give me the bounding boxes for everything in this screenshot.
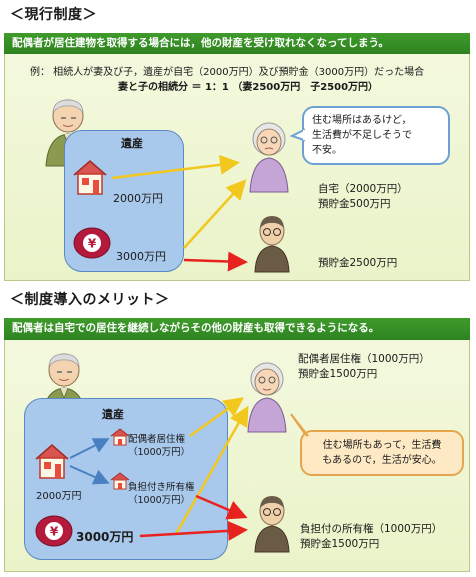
arrow-right1-to-wife (189, 397, 245, 438)
arrow-money-to-wife (174, 405, 249, 535)
bottom-child-inheritance: 負担付の所有権（1000万円） 預貯金1500万円 (300, 522, 442, 552)
right1-line: （1000万円） (128, 447, 191, 458)
small-house-icon (110, 428, 130, 446)
money-bag-yen-icon: ¥ (73, 227, 111, 259)
child-line: 負担付の所有権（1000万円） (300, 523, 443, 535)
top-house-value: 2000万円 (113, 192, 163, 205)
top-child-inheritance: 預貯金2500万円 (318, 257, 398, 269)
house-icon (73, 160, 107, 195)
bubble-tail (290, 413, 309, 437)
svg-text:¥: ¥ (88, 237, 97, 251)
wife-line: 自宅（2000万円） (318, 183, 408, 195)
bubble-line: もあるので，生活が安心。 (322, 455, 442, 466)
bottom-right2: 負担付き所有権 （1000万円） (128, 481, 195, 507)
arrow-money-to-child (183, 251, 248, 272)
right1-line: 配偶者居住権 (128, 434, 186, 445)
bottom-section-heading: ＜制度導入のメリット＞ (10, 292, 170, 308)
bubble-line: 住む場所はあるけど， (312, 115, 412, 126)
bottom-estate-label: 遺産 (102, 408, 124, 421)
arrow-house-to-right1 (69, 438, 110, 459)
top-speech-bubble: 住む場所はあるけど， 生活費が不足しそうで 不安。 (302, 106, 450, 165)
bubble-line: 住む場所もあって，生活費 (322, 440, 442, 451)
elderly-woman-icon (247, 362, 287, 433)
bubble-tail (289, 128, 306, 142)
top-section-heading: ＜現行制度＞ (10, 7, 97, 23)
arrow-money-to-wife (183, 179, 247, 249)
top-estate-label: 遺産 (121, 137, 143, 150)
bottom-speech-bubble: 住む場所もあって，生活費 もあるので，生活が安心。 (300, 430, 464, 476)
bubble-line: 不安。 (312, 145, 342, 156)
top-arrows (111, 154, 248, 272)
top-money-value: 3000万円 (116, 250, 166, 263)
bottom-money-value: 3000万円 (76, 530, 134, 544)
right2-line: 負担付き所有権 (128, 482, 195, 493)
example-line: 例： 相続人が妻及び子，遺産が自宅（2000万円）及び預貯金（3000万円）だっ… (30, 67, 425, 78)
arrow-house-to-right2 (69, 465, 110, 485)
top-banner: 配偶者が居住建物を取得する場合には，他の財産を受け取れなくなってしまう。 (4, 33, 470, 54)
bottom-banner: 配偶者は自宅での居住を継続しながらその他の財産も取得できるようになる。 (4, 318, 470, 340)
wife-line: 預貯金500万円 (318, 198, 391, 210)
arrow-money-to-child (139, 520, 248, 541)
ratio-line: 妻と子の相続分 ＝ 1：1 （妻2500万円 子2500万円） (118, 82, 379, 93)
man-in-glasses-icon (254, 496, 290, 553)
right2-line: （1000万円） (128, 495, 191, 506)
bottom-house-value: 2000万円 (36, 491, 82, 502)
bottom-wife-inheritance: 配偶者居住権（1000万円） 預貯金1500万円 (298, 352, 430, 382)
money-bag-yen-icon: ¥ (35, 515, 73, 547)
elderly-woman-icon (249, 122, 289, 193)
wife-line: 預貯金1500万円 (298, 368, 378, 380)
arrow-house-to-wife (111, 154, 240, 180)
child-line: 預貯金1500万円 (300, 538, 380, 550)
top-wife-inheritance: 自宅（2000万円） 預貯金500万円 (318, 182, 408, 212)
man-in-glasses-icon (254, 216, 290, 273)
svg-text:¥: ¥ (50, 525, 59, 539)
house-icon (35, 444, 69, 479)
arrow-right2-to-child (195, 494, 248, 520)
bubble-line: 生活費が不足しそうで (312, 130, 412, 141)
bottom-right1: 配偶者居住権 （1000万円） (128, 433, 190, 459)
wife-line: 配偶者居住権（1000万円） (298, 353, 430, 365)
small-house-icon (110, 472, 130, 490)
